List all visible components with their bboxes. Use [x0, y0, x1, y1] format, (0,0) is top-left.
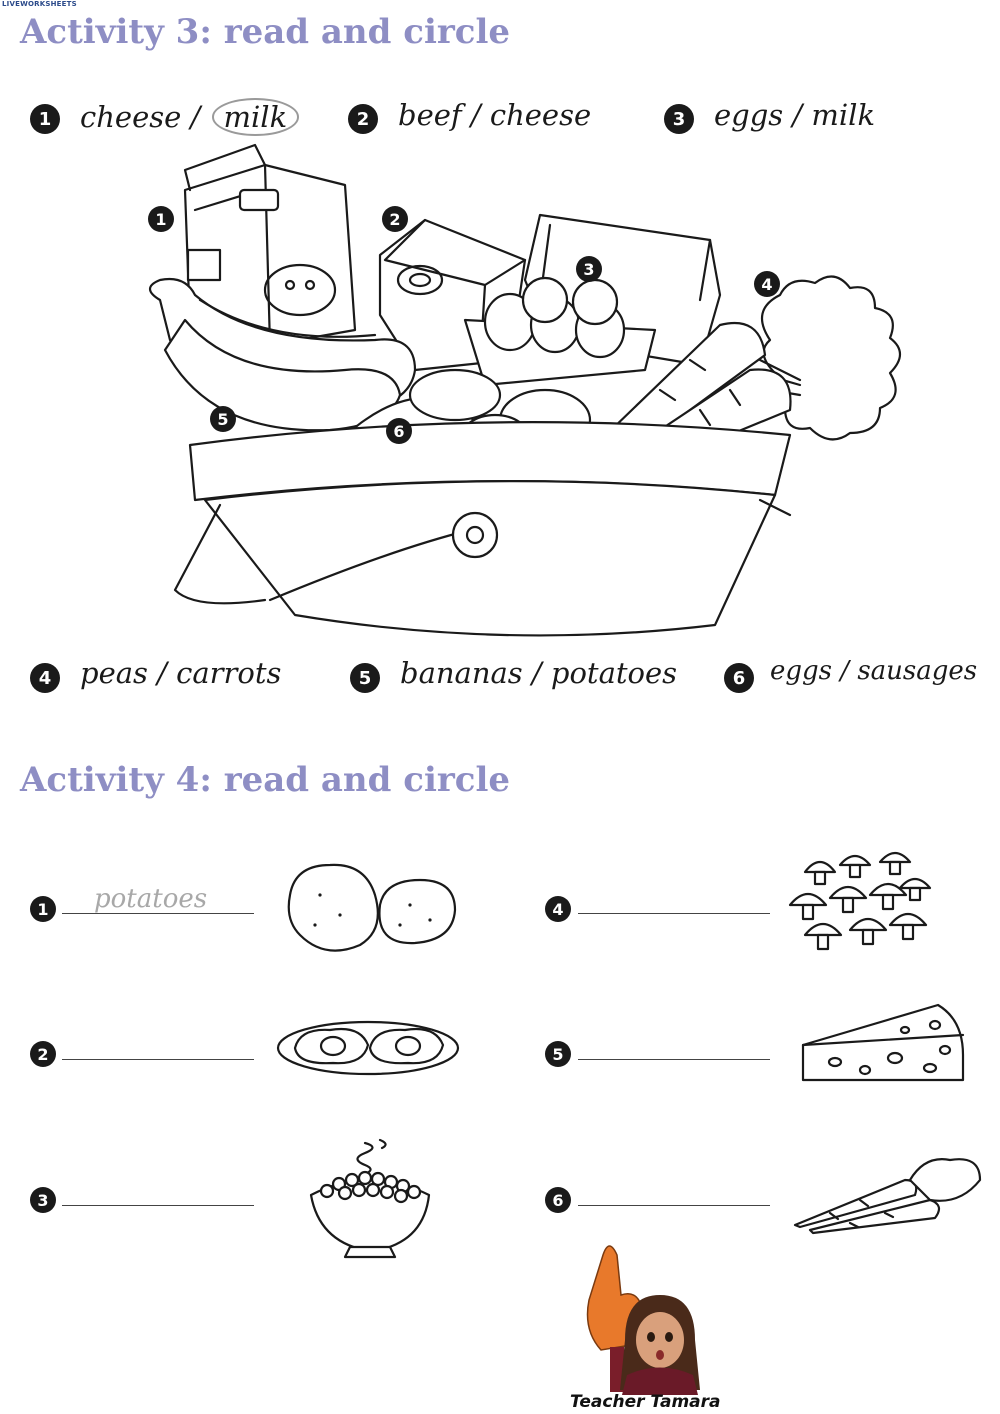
choice-4[interactable]: peas / carrots: [80, 656, 281, 690]
cheese-icon: [801, 1003, 965, 1082]
basket-label-4: 4: [754, 271, 780, 297]
activity-4-title: Activity 4: read and circle: [20, 760, 511, 800]
item-number: 4: [30, 663, 60, 693]
basket-label-3: 3: [576, 256, 602, 282]
basket-label-1: 1: [148, 206, 174, 232]
item-number: 4: [545, 896, 571, 922]
item-number: 3: [664, 104, 694, 134]
broccoli-icon: [758, 275, 902, 441]
separator: /: [147, 656, 177, 690]
option-b[interactable]: milk: [811, 98, 876, 132]
option-a[interactable]: eggs: [714, 98, 784, 132]
activity-3-title: Activity 3: read and circle: [20, 12, 511, 52]
item-number: 1: [30, 104, 60, 134]
carrots-icon: [793, 1158, 982, 1235]
item-number: 5: [545, 1041, 571, 1067]
choice-6[interactable]: eggs / sausages: [770, 656, 977, 686]
separator: /: [832, 656, 858, 686]
item-number: 3: [30, 1187, 56, 1213]
teacher-name: Teacher Tamara: [570, 1392, 721, 1412]
basket-label-2: 2: [382, 206, 408, 232]
item-number: 5: [350, 663, 380, 693]
option-b[interactable]: potatoes: [550, 656, 678, 690]
option-a[interactable]: bananas: [400, 656, 523, 690]
fried-eggs-icon: [276, 1020, 460, 1076]
option-a[interactable]: eggs: [770, 656, 833, 686]
mushrooms-icon: [788, 851, 932, 951]
separator: /: [461, 98, 490, 132]
peas-bowl-icon: [309, 1138, 431, 1259]
milk-carton-icon: [183, 143, 357, 347]
separator: /: [181, 100, 210, 134]
answer-line-6[interactable]: [578, 1205, 770, 1206]
option-b-circled[interactable]: milk: [211, 98, 300, 136]
answer-line-1[interactable]: [62, 913, 254, 914]
answer-line-2[interactable]: [62, 1059, 254, 1060]
option-b[interactable]: sausages: [857, 656, 978, 686]
answer-line-5[interactable]: [578, 1059, 770, 1060]
banana-icon: [148, 277, 417, 432]
choice-2[interactable]: beef / cheese: [398, 98, 591, 132]
potatoes-icon: [287, 863, 457, 952]
separator: /: [522, 656, 551, 690]
egg-box-icon: [463, 213, 722, 387]
answer-line-4[interactable]: [578, 913, 770, 914]
basket-illustration: [148, 143, 902, 637]
option-a[interactable]: peas: [80, 656, 148, 690]
sample-answer: potatoes: [94, 884, 208, 914]
avatar: [620, 1295, 700, 1395]
option-a[interactable]: cheese: [80, 100, 182, 134]
item-number: 6: [724, 663, 754, 693]
choice-3[interactable]: eggs / milk: [714, 98, 875, 132]
choice-1[interactable]: cheese / milk: [80, 98, 300, 136]
item-number: 2: [348, 104, 378, 134]
round-food-icon: [408, 368, 502, 422]
item-number: 1: [30, 896, 56, 922]
choice-5[interactable]: bananas / potatoes: [400, 656, 677, 690]
separator: /: [783, 98, 812, 132]
basket-icon: [173, 421, 792, 637]
answer-line-3[interactable]: [62, 1205, 254, 1206]
basket-label-5: 5: [210, 406, 236, 432]
option-b[interactable]: carrots: [176, 656, 282, 690]
option-a[interactable]: beef: [398, 98, 462, 132]
item-number: 2: [30, 1041, 56, 1067]
option-b[interactable]: cheese: [489, 98, 592, 132]
watermark: LIVEWORKSHEETS: [2, 0, 77, 8]
basket-label-6: 6: [386, 418, 412, 444]
item-number: 6: [545, 1187, 571, 1213]
